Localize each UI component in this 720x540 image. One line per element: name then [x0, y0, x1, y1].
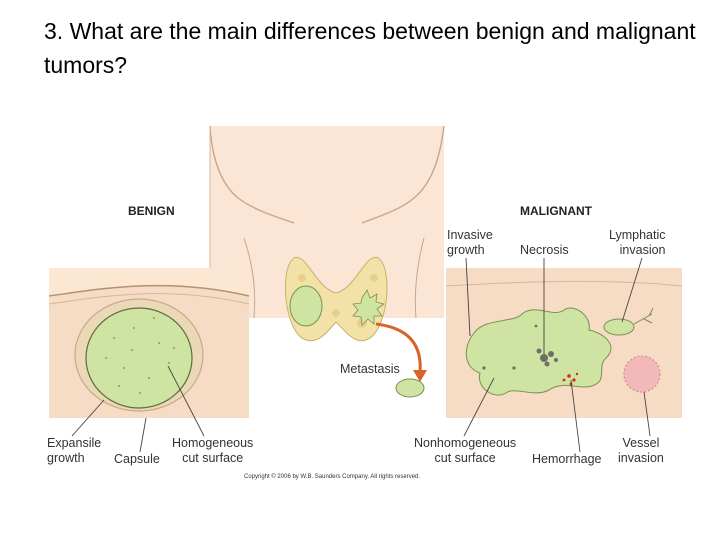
malignant-heading: MALIGNANT — [520, 204, 592, 218]
thyroid-gland — [284, 256, 427, 398]
label-metastasis: Metastasis — [340, 362, 400, 376]
label-invasive-growth: Invasive growth — [447, 228, 493, 257]
label-homogeneous-cut-surface: Homogeneous cut surface — [172, 436, 254, 465]
label-nonhomogeneous-cut-surface: Nonhomogeneous cut surface — [414, 436, 517, 465]
metastatic-node — [395, 378, 425, 398]
figure-illustration — [48, 125, 683, 453]
benign-tumor — [85, 307, 193, 409]
metastasis-arrow — [375, 322, 422, 373]
label-capsule: Capsule — [114, 452, 160, 466]
benign-heading: BENIGN — [128, 204, 175, 218]
necrosis-foci — [482, 324, 558, 370]
thyroid-malignant-nodule — [352, 289, 385, 326]
label-vessel-invasion: Vessel invasion — [618, 436, 664, 465]
label-hemorrhage: Hemorrhage — [532, 452, 602, 466]
label-necrosis: Necrosis — [520, 243, 569, 257]
tumor-comparison-figure: BENIGN MALIGNANT Expansile growth Capsul… — [44, 118, 684, 490]
hemorrhage-foci — [562, 372, 579, 386]
label-lymphatic-invasion: Lymphatic invasion — [609, 228, 666, 257]
lymphatic-cluster — [603, 318, 635, 336]
vessel — [623, 355, 661, 393]
slide-title: 3. What are the main differences between… — [44, 18, 696, 78]
benign-panel — [48, 268, 250, 453]
malignant-panel — [445, 257, 683, 453]
copyright-notice: Copyright © 2006 by W.B. Saunders Compan… — [244, 474, 421, 480]
thyroid-benign-nodule — [289, 285, 323, 327]
label-expansile-growth: Expansile growth — [47, 436, 102, 465]
